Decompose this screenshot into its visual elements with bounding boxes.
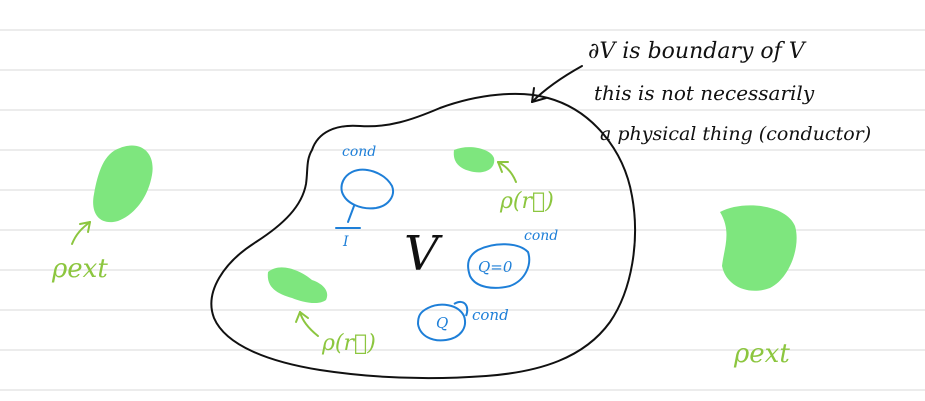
ruled-lines	[0, 29, 925, 391]
conductor-q0-shape	[467, 243, 531, 289]
rho-r-bottom-label: ρ(r⃗)	[321, 331, 376, 356]
external-charge-arrow-left	[71, 221, 91, 245]
conductor-q-shape	[416, 303, 466, 342]
volume-boundary	[210, 92, 637, 379]
boundary-arrow	[531, 65, 583, 103]
volume-label: V	[404, 226, 443, 282]
conductor-q-charge: Q	[436, 314, 448, 332]
external-charge-blob-right	[720, 205, 797, 291]
internal-charge-blob-top	[453, 147, 495, 173]
internal-charge-arrow-top	[497, 161, 517, 183]
conductor-top-label: cond	[342, 144, 376, 160]
internal-charge-blob-bottom	[267, 267, 328, 304]
conductor-q0-label: cond	[524, 228, 558, 244]
boundary-note-line1: ∂V is boundary of V	[588, 39, 807, 64]
ground-symbol-label: I	[342, 234, 349, 250]
boundary-note-line2: this is not necessarily	[594, 81, 815, 105]
ground-wire	[335, 205, 361, 229]
external-charge-blob-left	[93, 145, 153, 223]
conductor-q0-charge: Q=0	[478, 258, 513, 276]
conductor-q-pointer	[453, 300, 469, 317]
internal-charge-arrow-bottom	[295, 311, 319, 337]
boundary-note-line3: a physical thing (conductor)	[600, 123, 871, 145]
conductor-q-label: cond	[472, 306, 509, 324]
conductor-grounded-shape	[340, 168, 394, 210]
rho-r-top-label: ρ(r⃗)	[499, 189, 554, 214]
rho-ext-left-label: ρext	[51, 254, 108, 284]
rho-ext-right-label: ρext	[733, 339, 790, 369]
